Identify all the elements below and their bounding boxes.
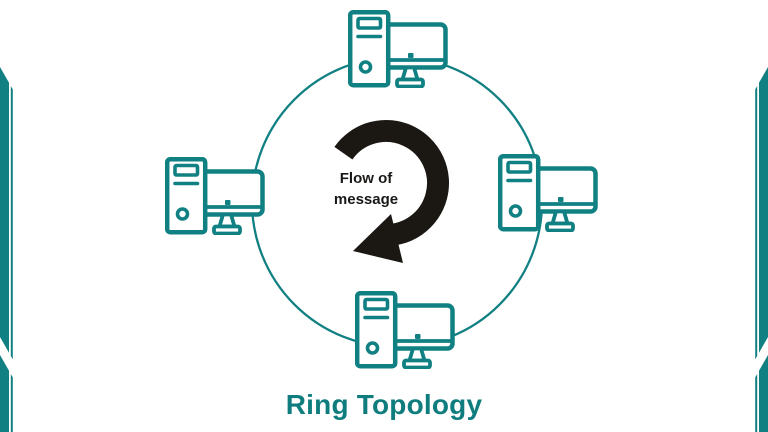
page-title: Ring Topology <box>285 389 483 420</box>
computer-icon-right <box>500 156 595 230</box>
flow-of-message-label: Flow of message <box>296 168 436 210</box>
right-bar-bottom-stripe <box>755 373 758 432</box>
flow-label-line1: Flow of <box>339 170 393 187</box>
left-bar-bottom-segment <box>0 355 9 432</box>
computer-icon-left <box>167 159 262 233</box>
left-bar-top-stripe <box>10 85 13 360</box>
left-edge-decoration <box>0 67 13 432</box>
flow-arrow-head <box>353 214 403 263</box>
computer-icon-top <box>350 12 445 86</box>
left-bar-bottom-stripe <box>10 373 13 432</box>
right-bar-top-stripe <box>755 85 758 360</box>
flow-label-line2: message <box>333 191 399 208</box>
computer-icon-bottom <box>357 293 452 367</box>
right-bar-top-segment <box>759 67 768 353</box>
right-bar-bottom-segment <box>759 355 768 432</box>
flow-arrow-arc <box>334 120 449 246</box>
circular-arrow-clockwise-icon <box>334 120 449 263</box>
left-bar-top-segment <box>0 67 9 353</box>
right-edge-decoration <box>755 67 768 432</box>
